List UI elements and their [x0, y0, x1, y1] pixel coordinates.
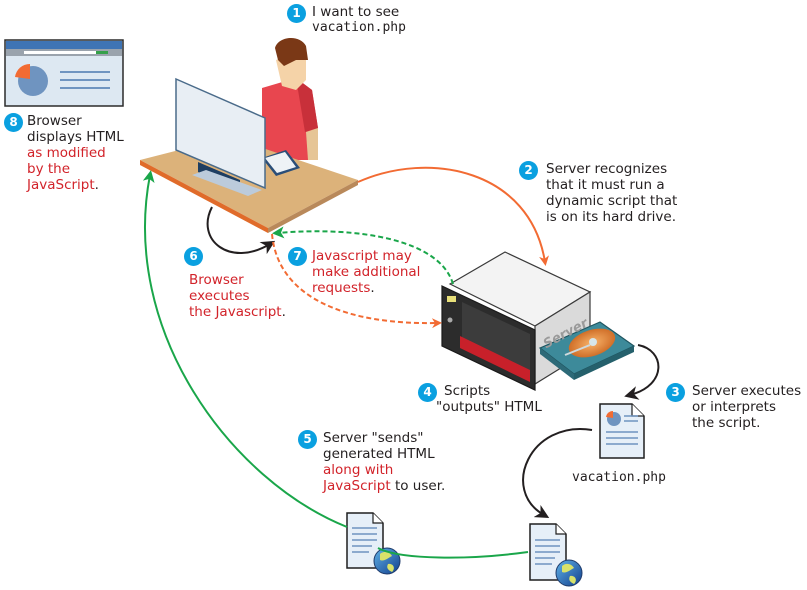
user-computer-icon [140, 37, 358, 233]
server-icon [441, 251, 592, 391]
step-5-highlight: JavaScript [323, 478, 391, 494]
step-4-line: "outputs" HTML [436, 399, 542, 415]
document-globe-icon [346, 512, 401, 575]
step-8-line: . [94, 177, 99, 193]
step-1-filename: vacation.php [312, 20, 406, 35]
step-badge-8: 8 [4, 113, 23, 132]
step-badge-5: 5 [298, 430, 317, 449]
document-globe-icon [529, 523, 583, 587]
step-8-line: Browser [27, 113, 82, 129]
step-badge-7: 7 [288, 247, 307, 266]
step-7-highlight: Javascript may [312, 248, 412, 264]
step-2-line: is on its hard drive. [546, 209, 677, 225]
step-1-line: I want to see [312, 4, 400, 20]
step-badge-4: 4 [418, 383, 437, 402]
step-2-line: dynamic script that [546, 193, 678, 209]
step-8-label: Browser displays HTML as modified by the… [27, 113, 124, 193]
step-8-highlight: JavaScript [27, 177, 95, 193]
step-1-label: I want to see vacation.php [312, 4, 406, 36]
step-2-label: Server recognizes that it must run a dyn… [546, 161, 677, 225]
step-5-line: Server "sends" [323, 430, 424, 446]
document-chart-icon [599, 403, 645, 459]
step-8-highlight: by the [27, 161, 71, 177]
step-2-line: Server recognizes [546, 161, 668, 177]
hard-drive-icon [538, 321, 636, 380]
script-to-output-arrow [522, 428, 593, 518]
step-badge-3: 3 [666, 383, 685, 402]
step-badge-2: 2 [519, 161, 538, 180]
step-badge-6: 6 [184, 247, 203, 266]
ajax-response-arrow [272, 226, 454, 285]
step-2-line: that it must run a [546, 177, 665, 193]
step-3-label: Server executes or interprets the script… [692, 383, 801, 431]
step-7-highlight: make additional [312, 264, 421, 280]
step-6-highlight: Browser [189, 272, 244, 288]
browser-executes-arrow [206, 206, 276, 255]
request-arrow [357, 166, 549, 266]
script-file-label: vacation.php [572, 470, 666, 485]
step-6-highlight: the Javascript [189, 304, 282, 320]
step-5-line: generated HTML [323, 446, 435, 462]
step-6-line: . [281, 304, 286, 320]
step-5-highlight: along with [323, 462, 394, 478]
step-3-line: the script. [692, 415, 761, 431]
browser-window-icon [4, 39, 124, 107]
step-7-label: Javascript may make additional requests. [312, 248, 420, 296]
step-4-line: Scripts [444, 383, 491, 399]
step-7-highlight: requests [312, 280, 371, 296]
step-6-highlight: executes [189, 288, 250, 304]
disk-to-script-arrow [624, 344, 660, 400]
step-4-label: Scripts "outputs" HTML [436, 383, 542, 415]
step-5-line: to user. [390, 478, 446, 494]
step-6-label: Browser executes the Javascript. [189, 272, 286, 320]
step-7-line: . [370, 280, 375, 296]
ajax-request-arrow [271, 233, 442, 329]
response-arrow [145, 175, 529, 559]
step-3-line: or interprets [692, 399, 777, 415]
step-5-label: Server "sends" generated HTML along with… [323, 430, 445, 494]
step-8-highlight: as modified [27, 145, 106, 161]
step-3-line: Server executes [692, 383, 802, 399]
step-badge-1: 1 [287, 4, 306, 23]
step-8-line: displays HTML [27, 129, 124, 145]
